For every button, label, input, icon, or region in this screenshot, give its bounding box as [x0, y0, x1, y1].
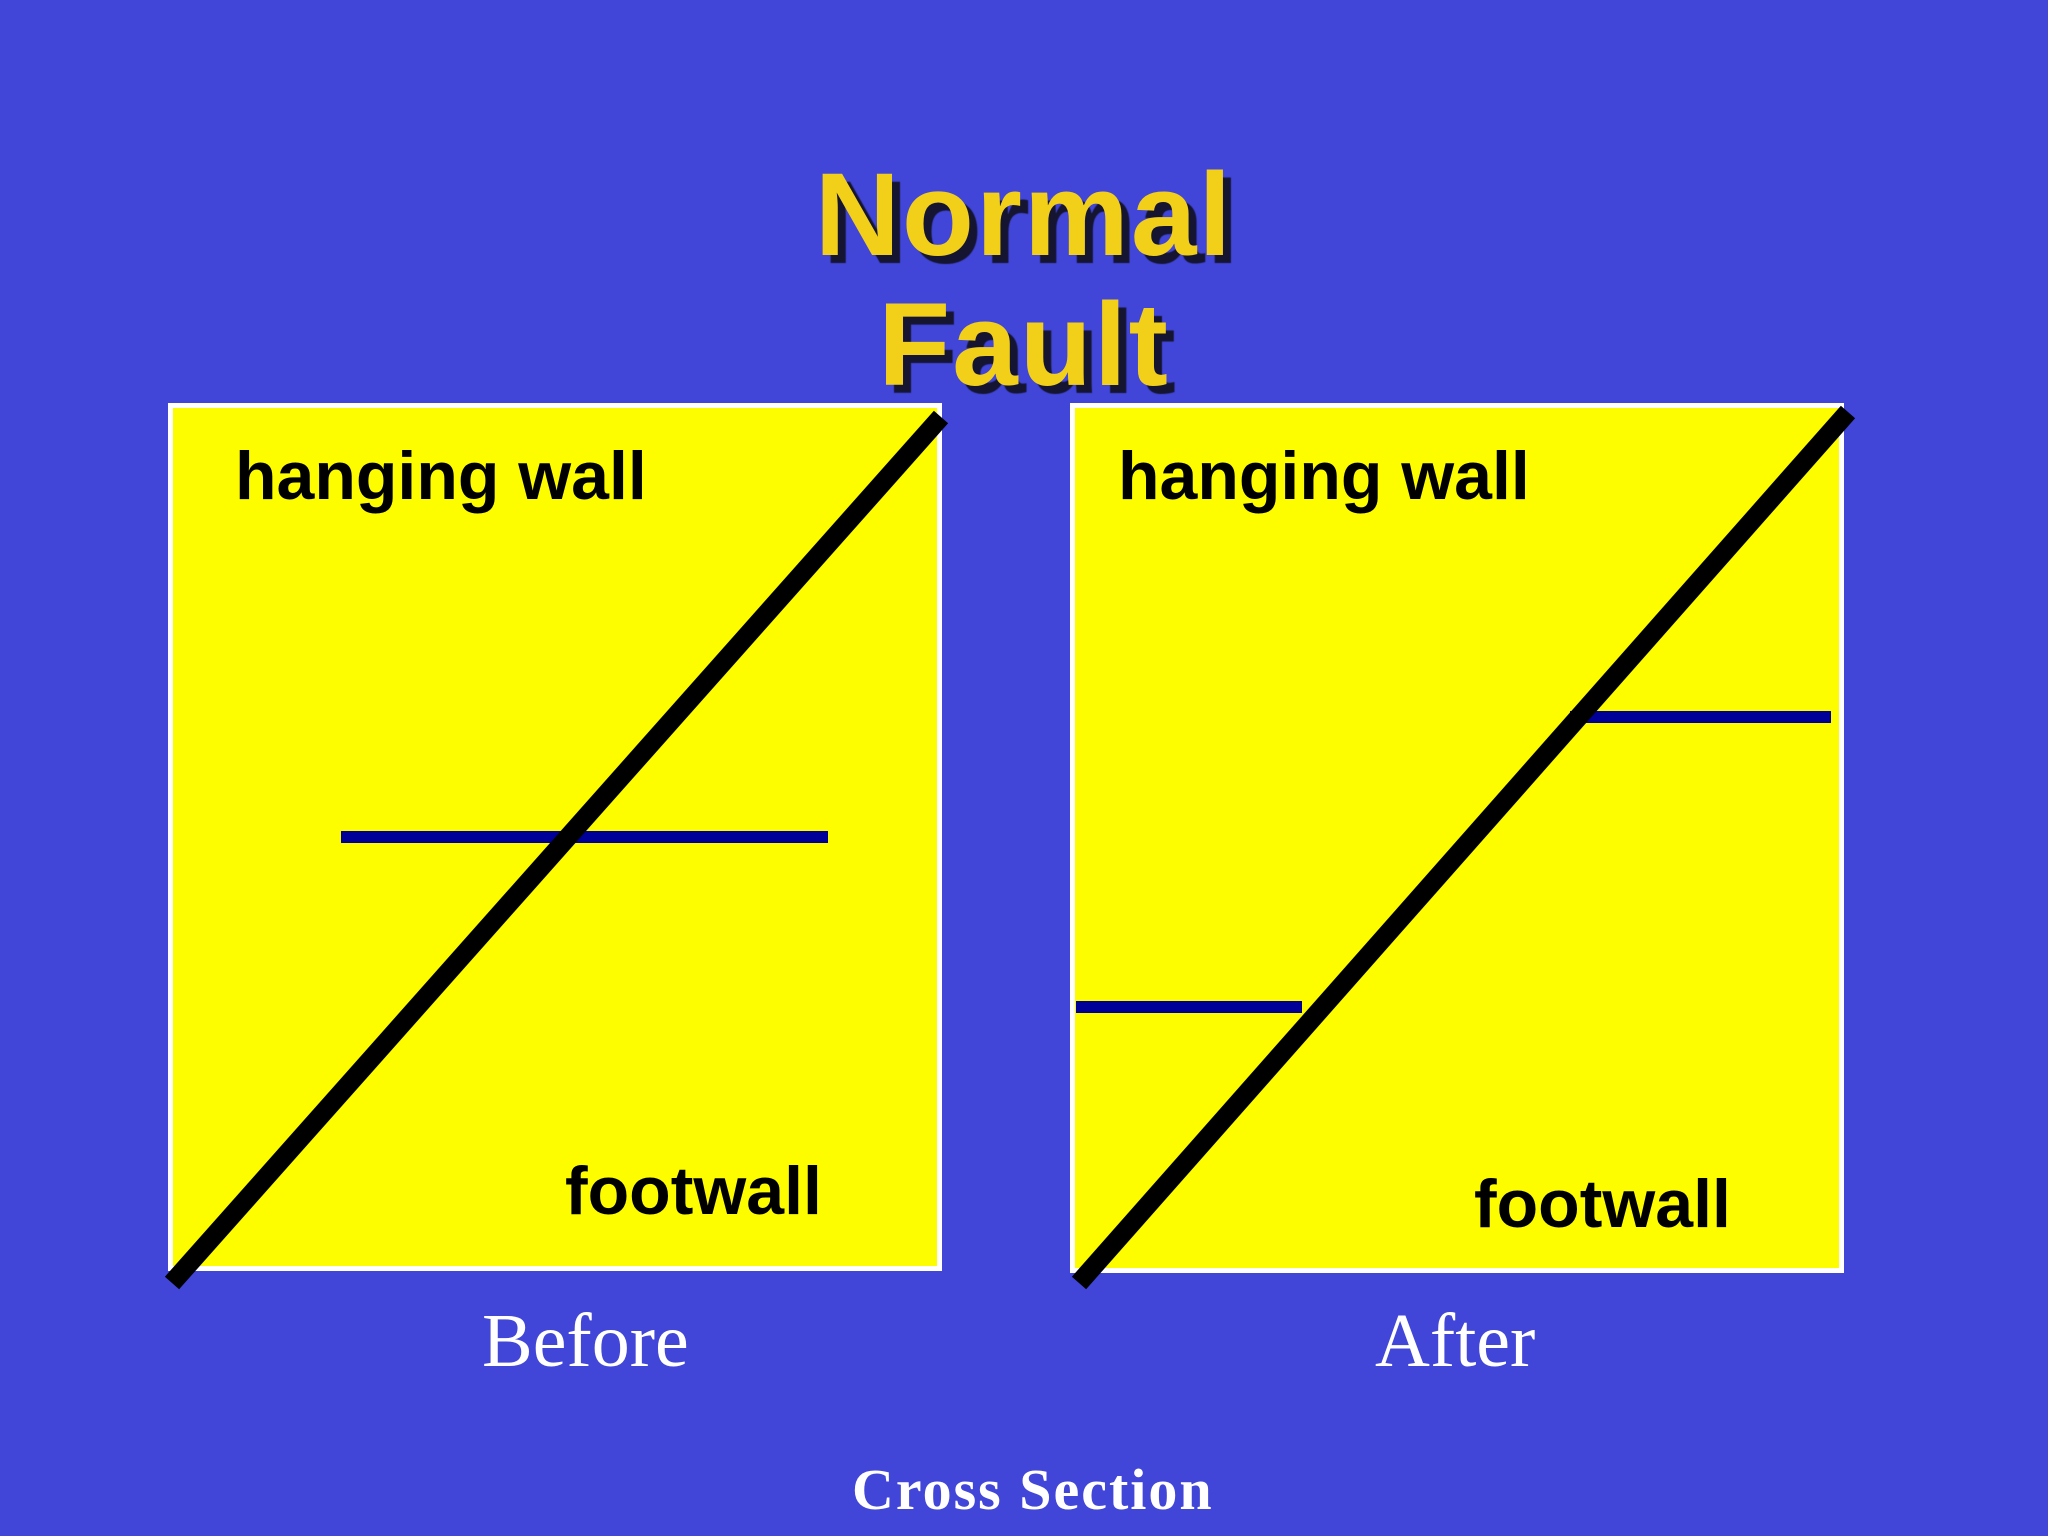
- caption-after: After: [1375, 1299, 1536, 1383]
- title-line-1: Normal: [814, 149, 1234, 281]
- label-hanging-wall-after: hanging wall: [1118, 438, 1530, 514]
- label-footwall-before: footwall: [565, 1153, 822, 1229]
- caption-before: Before: [482, 1299, 689, 1383]
- slide-title: Normal Fault: [0, 150, 2048, 410]
- panel-before: [168, 403, 942, 1271]
- panel-after: [1070, 403, 1844, 1273]
- cross-section-label: Cross Section: [852, 1457, 1214, 1522]
- label-hanging-wall-before: hanging wall: [235, 438, 647, 514]
- title-line-2: Fault: [878, 279, 1170, 411]
- label-footwall-after: footwall: [1474, 1166, 1731, 1242]
